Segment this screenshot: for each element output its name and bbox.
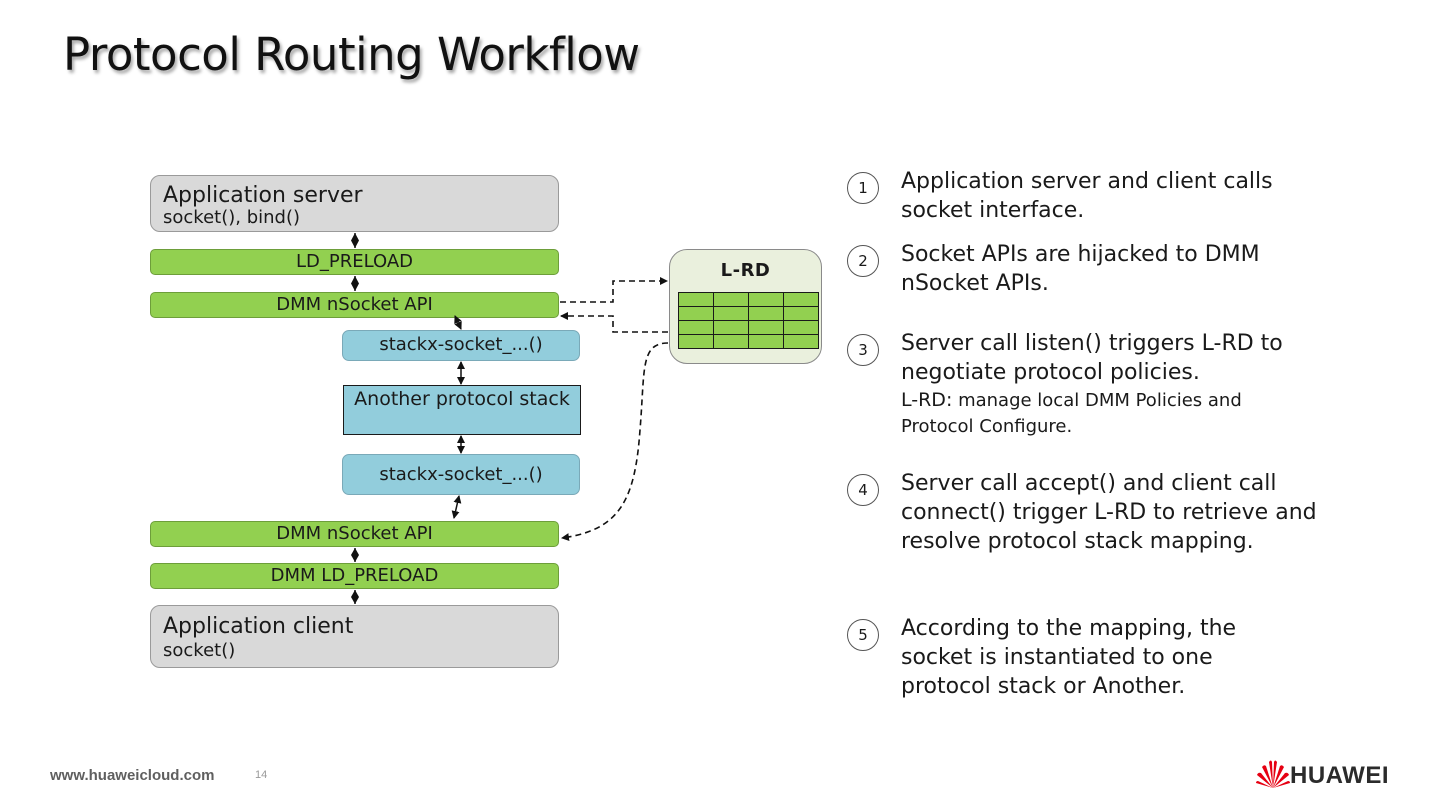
step-text-2: Socket APIs are hijacked to DMM nSocket … [901,242,1260,296]
stackx-socket-top: stackx-socket_...() [342,330,580,361]
dmm-nsocket-api-bottom: DMM nSocket API [150,521,559,547]
step-number-4: 4 [847,474,879,506]
huawei-logo-icon [1256,760,1290,788]
ld-preload-box: LD_PRELOAD [150,249,559,275]
app-client-title: Application client [163,614,354,639]
dmm-nsocket-api-top: DMM nSocket API [150,292,559,318]
step-3-note-label: L-RD: [901,389,953,411]
page-number: 14 [255,769,268,781]
dashed-arrow-to-lrd [560,277,668,303]
app-server-box: Application server socket(), bind() [150,175,559,232]
app-server-calls: socket(), bind() [163,207,300,228]
lrd-title: L-RD [720,260,771,281]
step-number-5: 5 [847,619,879,651]
slide-title: Protocol Routing Workflow [63,28,640,81]
diamond-connector-1 [351,233,359,248]
app-server-title: Application server [163,183,363,208]
step-number-2: 2 [847,245,879,277]
another-protocol-stack: Another protocol stack [343,385,581,435]
step-number-1: 1 [847,172,879,204]
dmm-ld-preload-box: DMM LD_PRELOAD [150,563,559,589]
step-3-note: L-RD: manage local DMM Policies and Prot… [901,387,1301,440]
diamond-connector-4 [351,590,359,604]
dashed-curve-to-client-nsocket [561,342,669,542]
arrow-stackx-nsocket-bottom [451,495,462,519]
step-number-3: 3 [847,334,879,366]
dashed-arrow-from-lrd [560,312,668,333]
footer-url[interactable]: www.huaweicloud.com [50,767,215,784]
step-text-5: According to the mapping, the socket is … [901,616,1237,699]
app-client-box: Application client socket() [150,605,559,668]
step-3-note-text: manage local DMM Policies and Protocol C… [901,390,1242,437]
app-client-calls: socket() [163,640,236,661]
lrd-box: L-RD [669,249,822,364]
lrd-policy-table [678,292,819,349]
step-text-4: Server call accept() and client call con… [901,471,1317,554]
diamond-connector-3 [351,548,359,562]
stackx-socket-bottom: stackx-socket_...() [342,454,580,495]
huawei-brand-text: HUAWEI [1290,762,1389,789]
step-text-3: Server call listen() triggers L-RD to ne… [901,331,1283,385]
diamond-connector-2 [351,276,359,291]
step-text-1: Application server and client calls sock… [901,169,1273,223]
step-text-3-wrap: Server call listen() triggers L-RD to ne… [901,329,1301,440]
